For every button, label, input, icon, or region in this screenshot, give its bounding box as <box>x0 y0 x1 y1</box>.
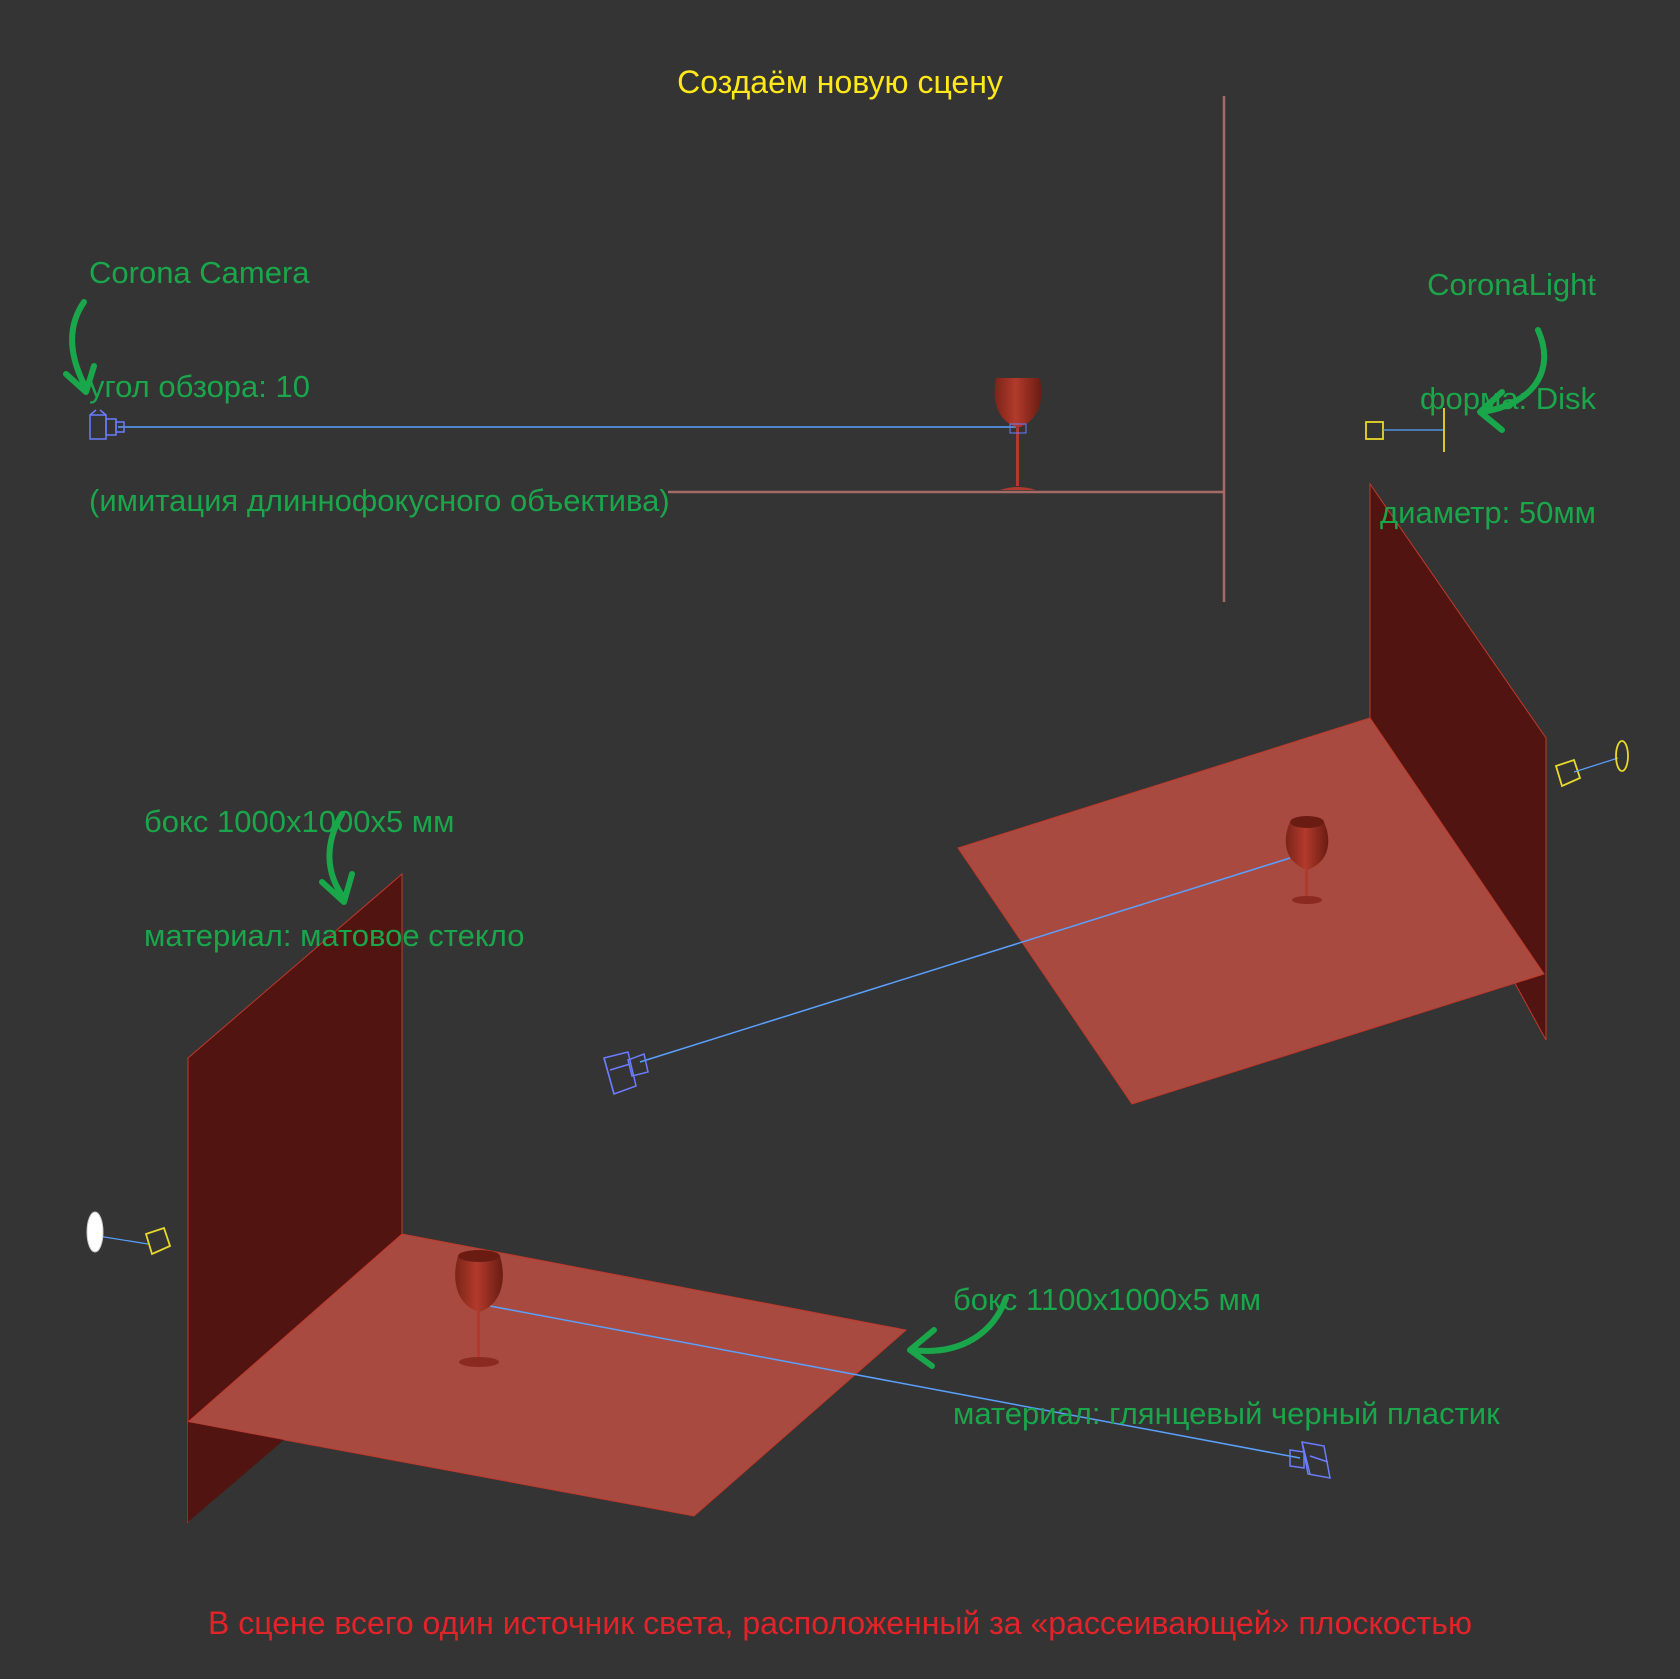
side-view <box>89 96 1445 602</box>
camera-target-line <box>639 857 1291 1063</box>
camera-label-note: (имитация длиннофокусного объектива) <box>89 483 670 518</box>
light-label-name: CoronaLight <box>1427 267 1596 302</box>
page-title: Создаём новую сцену <box>677 64 1003 100</box>
plastic-box-label-size: бокс 1100х1000х5 мм <box>953 1282 1262 1317</box>
camera-target-line <box>489 1305 1301 1459</box>
back-panel-wall <box>1369 482 1547 1041</box>
light-icon <box>1554 740 1629 788</box>
light-icon <box>86 1211 172 1256</box>
light-label-shape: форма: Disk <box>1419 381 1596 416</box>
glass-box-label: бокс 1000х1000х5 мм материал: матовое ст… <box>144 727 524 993</box>
glass-box-label-size: бокс 1000х1000х5 мм <box>144 804 455 839</box>
arrow-plastic-box-icon <box>907 1295 1009 1369</box>
light-label: CoronaLight форма: Disk диаметр: 50мм <box>1380 190 1596 570</box>
annotation-arrows <box>63 299 1548 1369</box>
footer-note: В сцене всего один источник света, распо… <box>208 1605 1472 1641</box>
floor-panel <box>957 717 1545 1105</box>
arrow-camera-icon <box>63 299 97 395</box>
arrow-glass-box-icon <box>319 811 355 905</box>
perspective-view-left <box>86 872 1331 1524</box>
plastic-box-label-material: материал: глянцевый черный пластик <box>953 1396 1500 1431</box>
camera-label-name: Corona Camera <box>89 255 310 290</box>
perspective-view-right <box>603 482 1629 1105</box>
arrow-light-icon <box>1477 327 1548 433</box>
camera-icon <box>1289 1441 1331 1479</box>
glass-box-label-material: материал: матовое стекло <box>144 918 525 953</box>
light-icon <box>1365 408 1445 452</box>
floor-panel <box>186 1233 908 1517</box>
camera-label: Corona Camera угол обзора: 10 (имитация … <box>89 178 670 558</box>
camera-icon <box>89 409 125 440</box>
wine-glass-icon <box>994 378 1042 490</box>
wine-glass-icon <box>455 1250 503 1367</box>
plastic-box-label: бокс 1100х1000х5 мм материал: глянцевый … <box>953 1205 1500 1471</box>
camera-icon <box>603 1051 649 1095</box>
light-label-diameter: диаметр: 50мм <box>1380 495 1596 530</box>
camera-label-fov: угол обзора: 10 <box>89 369 310 404</box>
wine-glass-icon <box>1285 816 1329 904</box>
wall-under-floor <box>188 1422 284 1522</box>
